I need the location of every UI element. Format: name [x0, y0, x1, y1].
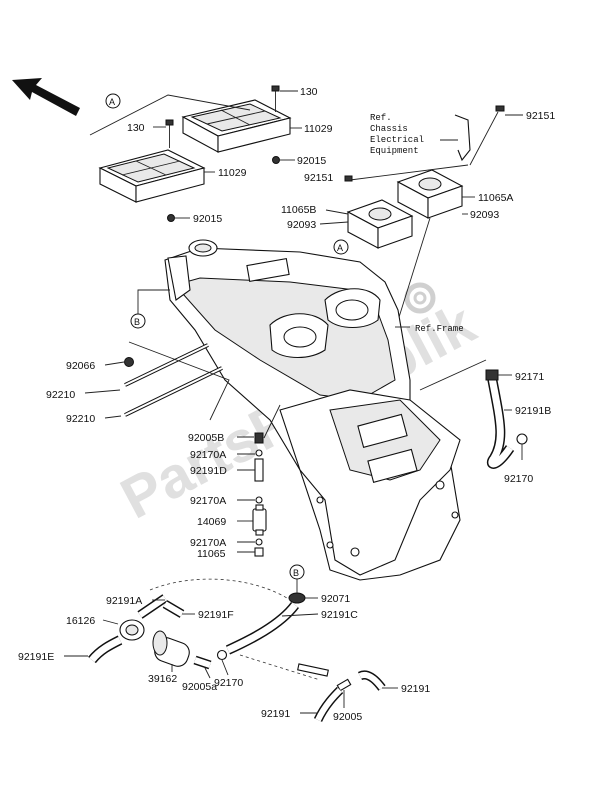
callout-a-top-label: A [109, 97, 115, 107]
label-92170A-1: 92170A [190, 449, 226, 461]
hose-92191C [225, 601, 299, 655]
ref-chassis-line2: Chassis [370, 124, 408, 134]
nut-92015-bottom [167, 214, 175, 222]
grommet-92066 [124, 357, 134, 367]
seal-strip-92210-upper [124, 343, 209, 387]
label-11065: 11065 [197, 548, 226, 560]
label-11065A: 11065A [478, 192, 513, 204]
elbow-92005a [193, 655, 212, 670]
hose-92191D [254, 458, 264, 482]
callout-b-left-label: B [134, 317, 140, 327]
clamp-92170A-2 [255, 496, 263, 504]
seal-strip-92210-lower [124, 366, 223, 417]
valve-14069 [252, 504, 267, 536]
damper-pad-11065A [396, 169, 464, 219]
bolt-92151-mid [344, 175, 353, 182]
label-39162: 39162 [148, 673, 177, 685]
airbox-frame-assembly [164, 239, 461, 581]
label-92015-right: 92015 [297, 155, 326, 167]
label-11029-bottom: 11029 [218, 167, 247, 179]
label-92151-top: 92151 [526, 110, 555, 122]
screw-130-left [165, 119, 174, 148]
label-92066: 92066 [66, 360, 95, 372]
hose-92191-right [297, 663, 386, 691]
label-92191F: 92191F [198, 609, 234, 621]
callout-a-top [105, 93, 121, 109]
label-16126: 16126 [66, 615, 95, 627]
fitting-92005B [254, 432, 264, 444]
label-92170-right: 92170 [504, 473, 533, 485]
hose-92191-bottom [313, 686, 344, 723]
label-14069: 14069 [197, 516, 226, 528]
label-92191A: 92191A [106, 595, 142, 607]
label-11029-top: 11029 [304, 123, 333, 135]
screw-130-top [271, 85, 280, 112]
label-92210-a: 92210 [46, 389, 75, 401]
label-92093-right: 92093 [470, 209, 499, 221]
ref-frame-note: Ref.Frame [415, 324, 464, 334]
front-direction-arrow-icon [12, 78, 80, 116]
label-92170A-2: 92170A [190, 495, 226, 507]
label-92005-bottom: 92005 [333, 711, 362, 723]
label-92171: 92171 [515, 371, 544, 383]
label-92191-right: 92191 [401, 683, 430, 695]
label-92151-mid: 92151 [304, 172, 333, 184]
damper-pad-11065B [346, 199, 414, 249]
cap-92171 [485, 369, 499, 381]
callout-a-mid [333, 239, 349, 255]
hose-92191B [486, 377, 515, 469]
label-92191D: 92191D [190, 465, 227, 477]
label-11065B: 11065B [281, 204, 316, 216]
label-92015-bottom: 92015 [193, 213, 222, 225]
clamp-92170-right [516, 433, 528, 445]
callout-b-bottom-label: B [293, 568, 299, 578]
label-92191C: 92191C [321, 609, 358, 621]
grommet-92071 [288, 592, 306, 604]
label-92005a: 92005a [182, 681, 217, 693]
nut-92015-right [272, 156, 280, 164]
valve-16126 [119, 619, 145, 641]
hose-92191A [137, 594, 168, 619]
label-130-left: 130 [127, 122, 145, 134]
hose-92191E [88, 635, 123, 664]
label-92005B: 92005B [188, 432, 224, 444]
cap-11065 [254, 547, 264, 557]
canister-39162 [152, 630, 190, 667]
label-92210-b: 92210 [66, 413, 95, 425]
label-92170A-3: 92170A [190, 537, 226, 549]
clamp-92170A-1 [255, 449, 263, 457]
label-92191E: 92191E [18, 651, 54, 663]
label-130-top: 130 [300, 86, 318, 98]
air-filter-upper [181, 99, 292, 153]
bracket-92151-top [349, 105, 505, 181]
label-92170-bottom: 92170 [214, 677, 243, 689]
label-92191-bottom: 92191 [261, 708, 290, 720]
label-92191B: 92191B [515, 405, 551, 417]
clamp-92170-bottom [216, 649, 228, 661]
callout-a-mid-label: A [337, 243, 343, 253]
watermark-gear-icon [404, 282, 436, 314]
label-92093-left: 92093 [287, 219, 316, 231]
ref-chassis-line1: Ref. [370, 113, 392, 123]
label-92071: 92071 [321, 593, 350, 605]
hose-92191F [162, 600, 185, 618]
ref-chassis-line4: Equipment [370, 146, 419, 156]
ref-chassis-line3: Electrical [370, 135, 424, 145]
air-filter-lower [98, 149, 206, 203]
clamp-92170A-3 [255, 538, 263, 546]
fitting-92005-bottom [336, 678, 352, 692]
